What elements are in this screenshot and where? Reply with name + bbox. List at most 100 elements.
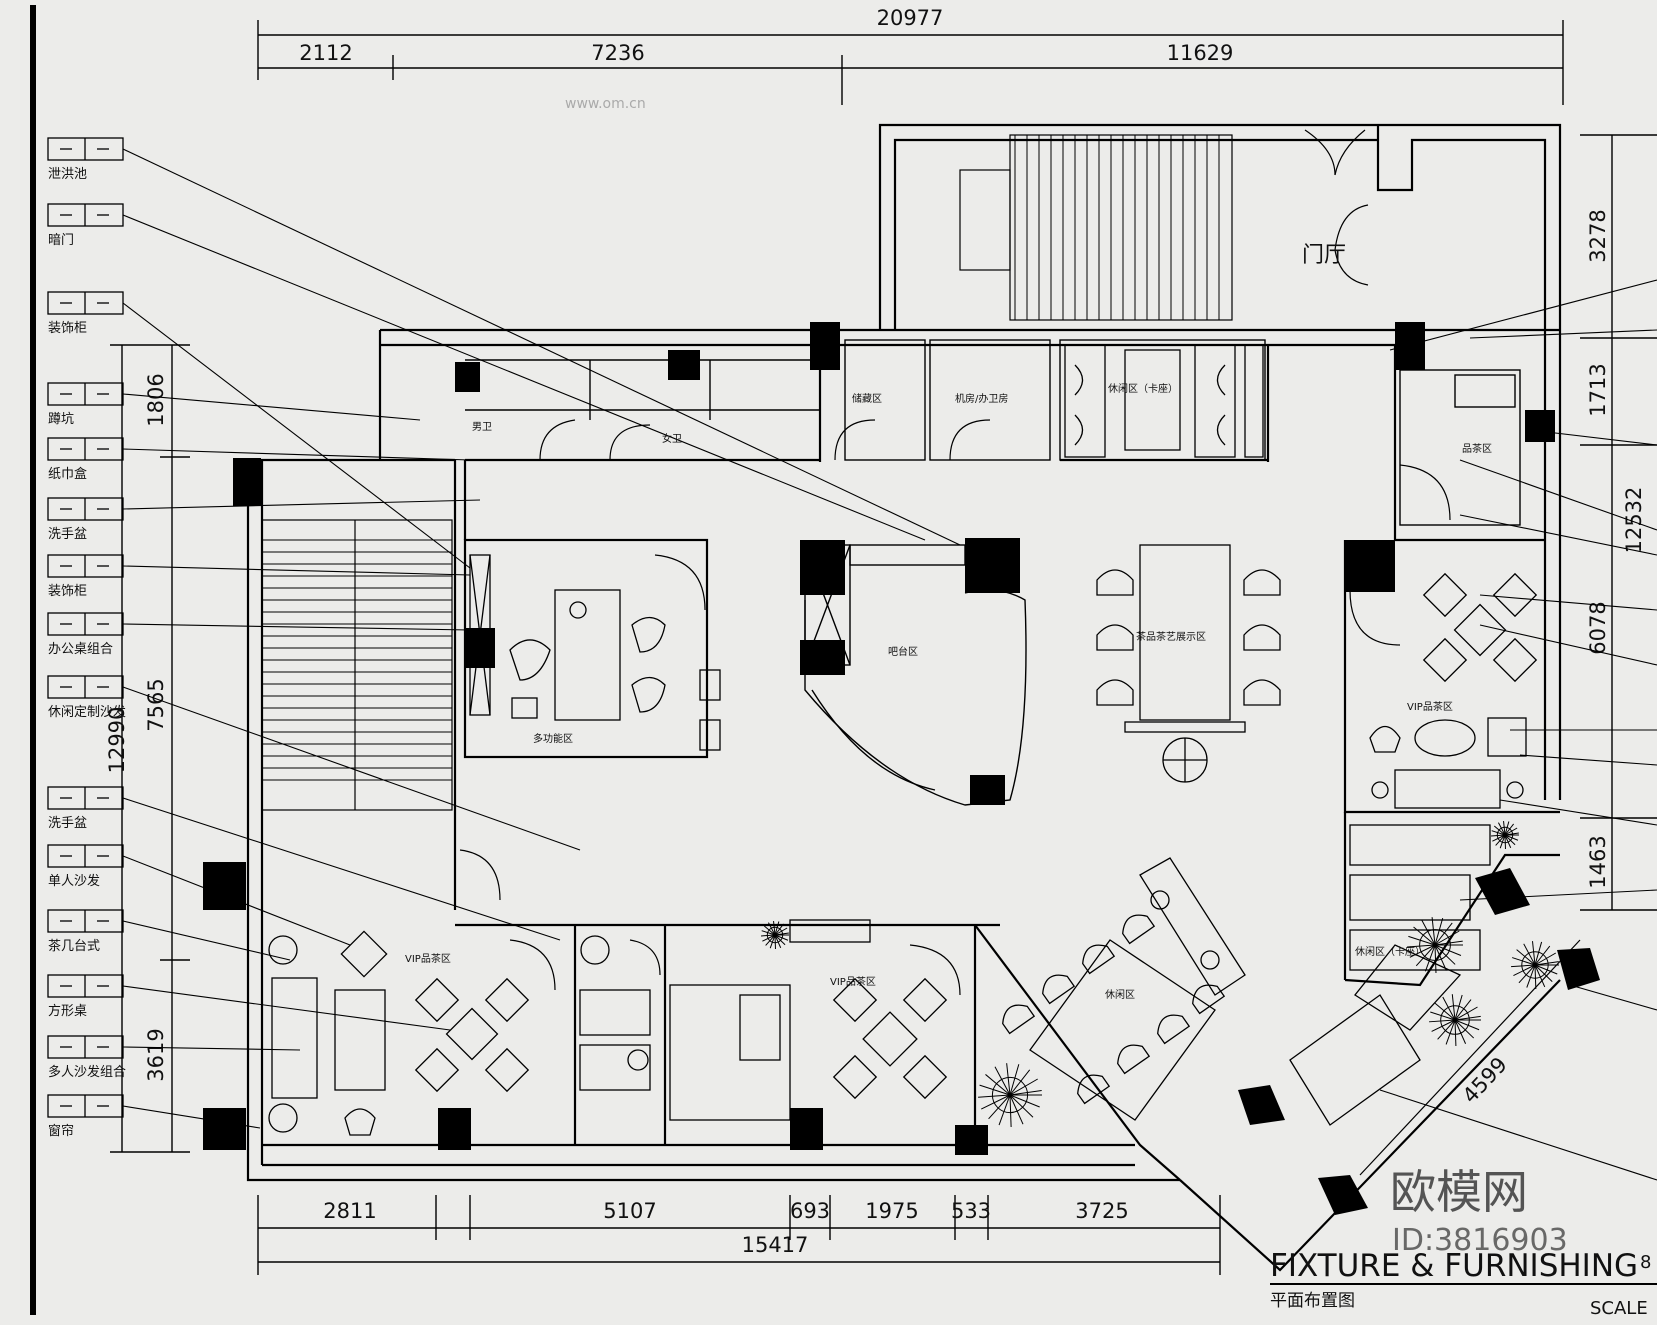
room-label-vip-right: VIP品茶区	[1407, 700, 1453, 713]
chair	[1244, 680, 1280, 705]
room-label-lobby: 门厅	[1302, 243, 1346, 268]
multi-function-furniture	[470, 555, 720, 750]
watermark-brand: 欧模网	[1390, 1165, 1528, 1219]
legend-label: 纸巾盒	[48, 466, 87, 482]
leader-line	[123, 624, 470, 630]
room-label-vip-middle: VIP品茶区	[830, 975, 876, 988]
diagonal-dimension	[1360, 940, 1580, 1175]
room-label-tea-table: 茶品茶艺展示区	[1136, 630, 1206, 643]
leader-line	[123, 500, 480, 509]
dim-right-seg-3: 6078	[1586, 601, 1610, 654]
dim-top-seg-2: 7236	[591, 41, 644, 65]
dim-right-overall: 12532	[1622, 487, 1646, 554]
top-dimensions	[258, 20, 1563, 105]
leader-line	[123, 566, 470, 575]
legend-tag: 泄洪池	[48, 138, 123, 182]
plant-icon	[1429, 994, 1481, 1046]
dim-diagonal: 4599	[1458, 1052, 1512, 1107]
wc-partitions	[465, 340, 1520, 525]
room-label-male-wc: 男卫	[472, 421, 492, 433]
dim-right-seg-4: 1463	[1586, 835, 1610, 888]
dim-bottom-seg-5: 533	[951, 1199, 991, 1223]
plant-icon	[978, 1063, 1042, 1127]
chair	[998, 999, 1035, 1033]
vip-left-furniture	[269, 931, 528, 1135]
right-wing-lounge	[1290, 825, 1490, 1125]
room-label-leisure: 休闲区	[1105, 988, 1135, 1001]
legend-label: 洗手盆	[48, 527, 87, 542]
title-page-digit: 8	[1640, 1252, 1651, 1273]
dim-bottom-seg-4: 1975	[865, 1199, 918, 1223]
room-label-lounge-top: 休闲区（卡座）	[1108, 382, 1178, 395]
chair	[1113, 1039, 1150, 1073]
stairs-top	[960, 135, 1232, 320]
legend-tags: 泄洪池暗门装饰柜蹲坑纸巾盒洗手盆装饰柜办公桌组合休闲定制沙发洗手盆单人沙发茶几台…	[48, 138, 126, 1139]
legend-label: 蹲坑	[48, 412, 74, 427]
leisure-furniture	[1030, 858, 1245, 1120]
legend-label: 窗帘	[48, 1123, 74, 1139]
lounge-top-furniture	[1065, 345, 1263, 457]
title-scale: SCALE	[1590, 1298, 1648, 1319]
legend-tag: 办公桌组合	[48, 613, 123, 657]
dim-bottom-seg-1: 2811	[323, 1199, 376, 1223]
dim-right-seg-1: 3278	[1586, 209, 1610, 262]
walls	[248, 125, 1560, 1270]
dim-left-seg-3: 3619	[144, 1028, 168, 1081]
chair	[1244, 570, 1280, 595]
chair	[1188, 979, 1225, 1013]
chair	[1118, 909, 1155, 943]
legend-label: 暗门	[48, 233, 74, 248]
legend-tag: 纸巾盒	[48, 438, 123, 482]
title-main: FIXTURE & FURNISHING	[1270, 1248, 1638, 1284]
legend-tag: 洗手盆	[48, 498, 123, 542]
dim-top-overall: 20977	[877, 6, 944, 30]
legend-tag: 多人沙发组合	[48, 1036, 126, 1080]
stair-treads-top	[1015, 135, 1219, 320]
room-label-office-wc: 机房/办卫房	[955, 392, 1008, 405]
room-label-tea-room: 品茶区	[1462, 442, 1492, 455]
leader-line	[123, 303, 470, 568]
chair	[1038, 969, 1075, 1003]
legend-tag: 窗帘	[48, 1095, 123, 1139]
legend-tag: 方形桌	[48, 975, 123, 1019]
chair	[1097, 570, 1133, 595]
legend-label: 方形桌	[48, 1003, 87, 1019]
dim-top-seg-3: 11629	[1167, 41, 1234, 65]
plant-icon	[1491, 821, 1519, 849]
vip-right-furniture	[1370, 574, 1536, 808]
chair	[1097, 680, 1133, 705]
dim-right-seg-2: 1713	[1586, 363, 1610, 416]
dim-left-seg-1: 1806	[144, 373, 168, 426]
legend-tag: 洗手盆	[48, 787, 123, 831]
legend-label: 洗手盆	[48, 816, 87, 831]
leisure-chairs	[998, 909, 1225, 1103]
plant-icon	[1511, 941, 1559, 989]
dim-bottom-seg-6: 3725	[1075, 1199, 1128, 1223]
legend-tag: 茶几台式	[48, 910, 123, 954]
watermark-url: www.om.cn	[565, 96, 646, 112]
dim-top-seg-1: 2112	[299, 41, 352, 65]
chair	[1078, 939, 1115, 973]
dim-left-seg-2: 7565	[144, 678, 168, 731]
legend-tag: 装饰柜	[48, 292, 123, 336]
tea-table-set	[1125, 545, 1245, 782]
dim-bottom-overall: 15417	[742, 1233, 809, 1257]
title-sub: 平面布置图	[1270, 1291, 1355, 1311]
room-label-female-wc: 女卫	[662, 432, 682, 445]
room-label-storage: 储藏区	[852, 392, 882, 405]
legend-label: 多人沙发组合	[48, 1064, 126, 1080]
legend-tag: 单人沙发	[48, 845, 123, 889]
legend-label: 茶几台式	[48, 938, 100, 954]
dim-bottom-seg-3: 693	[790, 1199, 830, 1223]
legend-label: 办公桌组合	[48, 642, 113, 657]
legend-label: 装饰柜	[48, 321, 87, 336]
room-label-vip-left: VIP品茶区	[405, 952, 451, 965]
legend-tag: 休闲定制沙发	[48, 676, 126, 720]
right-leader-lines	[1380, 280, 1657, 1180]
chair	[1244, 625, 1280, 650]
legend-label: 装饰柜	[48, 584, 87, 599]
room-label-multi-function: 多功能区	[533, 732, 573, 745]
vip-middle-furniture	[580, 920, 946, 1120]
legend-label: 休闲定制沙发	[48, 704, 126, 720]
